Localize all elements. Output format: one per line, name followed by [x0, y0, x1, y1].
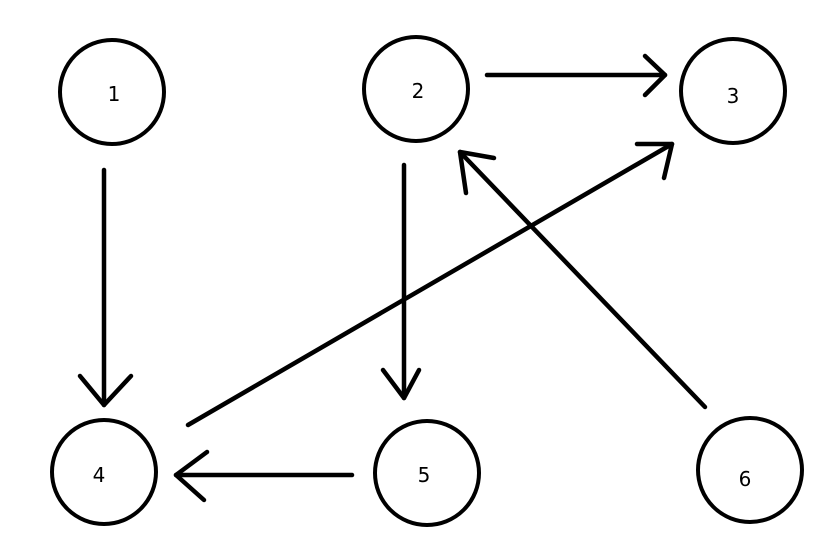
edge-2-to-3: [484, 53, 668, 98]
edge-6-to-2: [457, 149, 708, 410]
edge-layer: [77, 53, 708, 503]
node-1: 1: [58, 38, 166, 146]
node-layer: 1 2 3 4 5 6: [50, 35, 804, 527]
edge-4-to-3: [185, 141, 675, 428]
node-5: 5: [373, 419, 481, 527]
edge-2-to-5: [380, 162, 422, 401]
edge-1-to-4: [77, 167, 134, 408]
edge-5-to-4: [173, 449, 355, 503]
node-3-label: 3: [727, 84, 740, 108]
node-5-label: 5: [418, 463, 431, 487]
node-2: 2: [362, 35, 470, 143]
node-4: 4: [50, 418, 158, 526]
node-6-label: 6: [739, 467, 752, 491]
node-1-label: 1: [108, 82, 121, 106]
node-2-label: 2: [412, 79, 425, 103]
node-3: 3: [679, 37, 787, 145]
node-6: 6: [696, 416, 804, 524]
node-4-label: 4: [93, 463, 106, 487]
